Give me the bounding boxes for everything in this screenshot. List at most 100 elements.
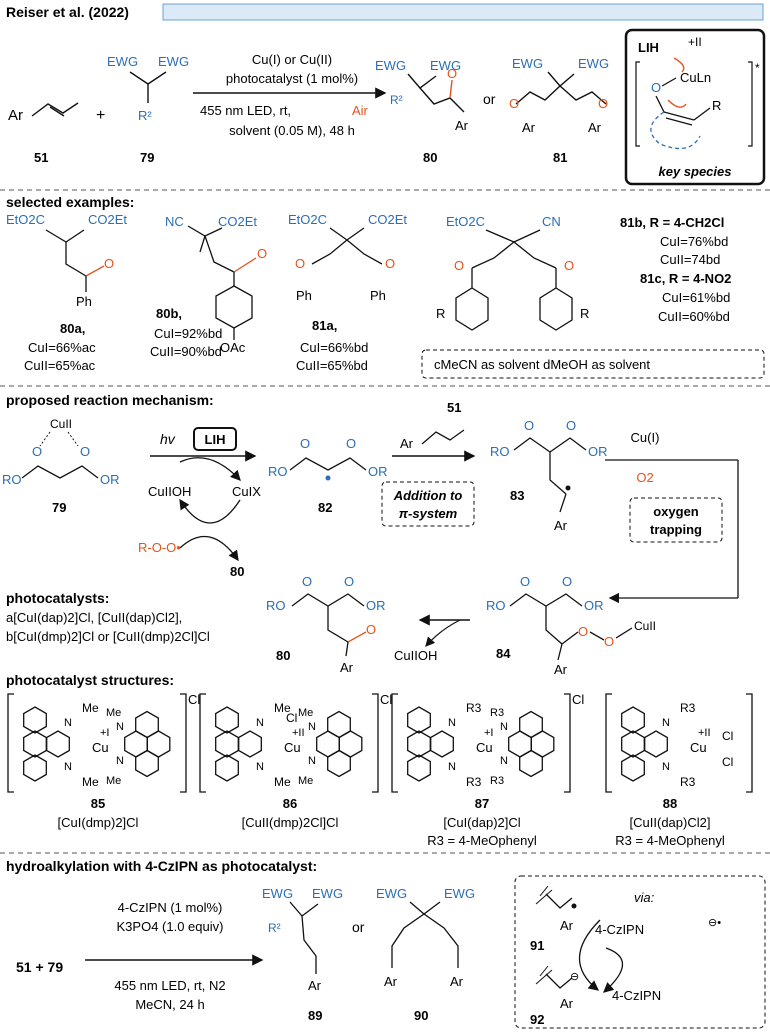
svg-text:81a,: 81a, <box>312 318 337 333</box>
svg-text:[CuII(dmp)2Cl]Cl: [CuII(dmp)2Cl]Cl <box>242 815 339 830</box>
svg-text:O: O <box>385 256 395 271</box>
svg-text:O: O <box>32 444 42 459</box>
svg-text:O: O <box>300 436 310 451</box>
svg-text:R²: R² <box>390 93 403 107</box>
svg-text:EtO2C: EtO2C <box>446 214 485 229</box>
svg-text:CuIIOH: CuIIOH <box>394 648 437 663</box>
ring <box>215 706 239 734</box>
svg-text:OR: OR <box>100 472 120 487</box>
svg-text:92: 92 <box>530 1012 544 1027</box>
oxidation-state-label: +II <box>292 727 305 739</box>
hydro-conditions: 4-CzIPN (1 mol%) K3PO4 (1.0 equiv) 455 n… <box>85 900 264 1012</box>
example-80a: EtO2C CO2Et O Ph 80a, CuI=66%ac CuII=65%… <box>6 212 127 373</box>
counterion-label: Cl <box>572 692 584 707</box>
svg-text:Ar: Ar <box>560 918 574 933</box>
svg-text:R3 = 4-MeOphenyl: R3 = 4-MeOphenyl <box>427 833 537 848</box>
ring <box>23 754 47 782</box>
svg-text:Addition to: Addition to <box>393 488 463 503</box>
substituent-label: R3 <box>680 701 696 715</box>
svg-text:[CuI(dap)2]Cl: [CuI(dap)2]Cl <box>443 815 520 830</box>
svg-text:Cu(I): Cu(I) <box>631 430 660 445</box>
svg-text:LIH: LIH <box>638 40 659 55</box>
nitrogen-label: N <box>448 717 456 729</box>
nitrogen-label: N <box>662 717 670 729</box>
svg-text:OR: OR <box>366 598 386 613</box>
svg-text:O: O <box>524 418 534 433</box>
svg-text:EWG: EWG <box>107 54 138 69</box>
svg-text:O: O <box>509 96 519 111</box>
svg-text:CuI=92%bd: CuI=92%bd <box>154 326 222 341</box>
ring <box>407 706 431 734</box>
svg-text:RO: RO <box>490 444 510 459</box>
oxygen-trapping-path: Cu(I) O2 oxygen trapping <box>605 430 739 604</box>
svg-text:Ar: Ar <box>522 120 536 135</box>
ring <box>23 730 47 758</box>
ring <box>23 706 47 734</box>
svg-text:CuII=65%bd: CuII=65%bd <box>296 358 368 373</box>
ring <box>327 710 351 739</box>
substituent-label: Me <box>298 775 313 787</box>
svg-text:CN: CN <box>542 214 561 229</box>
svg-text:85: 85 <box>91 796 105 811</box>
svg-text:EtO2C: EtO2C <box>288 212 327 227</box>
svg-text:EWG: EWG <box>376 886 407 901</box>
svg-text:Ph: Ph <box>370 288 386 303</box>
ring <box>238 730 262 758</box>
svg-text:π-system: π-system <box>399 506 458 521</box>
svg-text:EWG: EWG <box>158 54 189 69</box>
svg-text:79: 79 <box>52 500 66 515</box>
svg-text:photocatalyst (1 mol%): photocatalyst (1 mol%) <box>226 71 358 86</box>
svg-text:R: R <box>436 306 445 321</box>
svg-text:O: O <box>257 246 267 261</box>
bracket <box>199 693 379 793</box>
ring <box>508 730 532 758</box>
substituent-label: Me <box>274 775 291 789</box>
svg-text:79: 79 <box>140 150 154 165</box>
svg-text:+II: +II <box>688 35 702 49</box>
svg-text:MeCN, 24 h: MeCN, 24 h <box>135 997 204 1012</box>
svg-text:O: O <box>366 622 376 637</box>
svg-text:O: O <box>651 80 661 95</box>
svg-text:EWG: EWG <box>375 58 406 73</box>
ring <box>124 730 148 758</box>
svg-text:key species: key species <box>658 164 731 179</box>
svg-text:CuII=60%bd: CuII=60%bd <box>658 309 730 324</box>
svg-text:455 nm LED, rt,: 455 nm LED, rt, <box>200 103 291 118</box>
ring <box>135 710 159 739</box>
svg-text:oxygen: oxygen <box>653 504 699 519</box>
svg-text:O: O <box>295 256 305 271</box>
svg-text:RO: RO <box>486 598 506 613</box>
svg-text:R²: R² <box>268 921 281 935</box>
svg-text:80: 80 <box>276 648 290 663</box>
ring <box>519 710 543 739</box>
copper-label: Cu <box>690 740 707 755</box>
structures-heading: photocatalyst structures: <box>6 672 174 688</box>
nitrogen-label: N <box>116 755 124 767</box>
svg-text:R-O-O•: R-O-O• <box>138 540 181 555</box>
ring <box>407 754 431 782</box>
svg-text:Ar: Ar <box>340 660 354 675</box>
svg-text:CuI=66%bd: CuI=66%bd <box>300 340 368 355</box>
svg-text:O: O <box>578 624 588 639</box>
product-80-mech: CuIIOH O O RO OR O Ar 80 <box>266 574 470 675</box>
svg-text:CuLn: CuLn <box>680 70 711 85</box>
substituent-label: Me <box>274 701 291 715</box>
nitrogen-label: N <box>64 717 72 729</box>
ring <box>621 754 645 782</box>
ring <box>407 730 431 758</box>
svg-text:hv: hv <box>160 431 176 447</box>
nitrogen-label: N <box>64 761 72 773</box>
or-text: or <box>483 91 496 107</box>
svg-text:4-CzIPN: 4-CzIPN <box>595 922 644 937</box>
copper-label: Cu <box>92 740 109 755</box>
svg-text:80a,: 80a, <box>60 321 85 336</box>
header-title: Reiser et al. (2022) <box>6 4 129 20</box>
svg-text:82: 82 <box>318 500 332 515</box>
compound-79-complex: CuII O O RO OR 79 <box>2 417 120 515</box>
svg-text:a[CuI(dap)2]Cl, [CuII(dap)Cl2]: a[CuI(dap)2]Cl, [CuII(dap)Cl2], <box>6 610 182 625</box>
svg-text:CO2Et: CO2Et <box>368 212 407 227</box>
product-80: EWG EWG R² O Ar 80 <box>375 58 469 165</box>
chloride-label: Cl <box>286 711 297 725</box>
oxidation-state-label: +I <box>484 727 493 739</box>
